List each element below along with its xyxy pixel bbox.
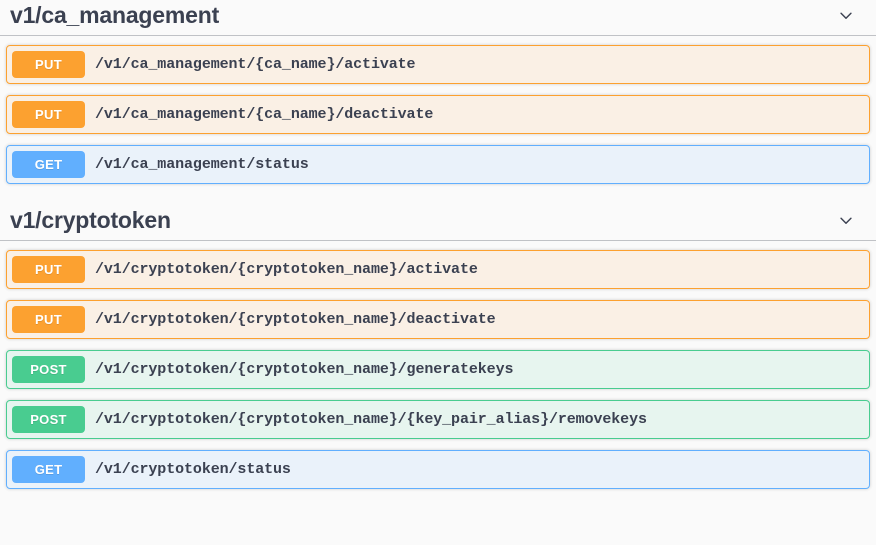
- chevron-down-icon[interactable]: [836, 6, 856, 26]
- operation-row[interactable]: PUT /v1/ca_management/{ca_name}/activate: [6, 45, 870, 84]
- operation-list-cryptotoken: PUT /v1/cryptotoken/{cryptotoken_name}/a…: [0, 250, 876, 489]
- operation-summary: PUT /v1/cryptotoken/{cryptotoken_name}/a…: [7, 256, 869, 283]
- operation-summary: PUT /v1/ca_management/{ca_name}/deactiva…: [7, 101, 869, 128]
- operation-path: /v1/cryptotoken/{cryptotoken_name}/{key_…: [95, 411, 647, 428]
- operation-row[interactable]: PUT /v1/ca_management/{ca_name}/deactiva…: [6, 95, 870, 134]
- method-badge-put: PUT: [12, 51, 85, 78]
- api-operations-root: v1/ca_management PUT /v1/ca_management/{…: [0, 0, 876, 489]
- operation-path: /v1/ca_management/{ca_name}/deactivate: [95, 106, 434, 123]
- method-badge-post: POST: [12, 356, 85, 383]
- tag-section-cryptotoken: v1/cryptotoken PUT /v1/cryptotoken/{cryp…: [0, 205, 876, 489]
- method-badge-put: PUT: [12, 101, 85, 128]
- method-badge-put: PUT: [12, 306, 85, 333]
- operation-summary: POST /v1/cryptotoken/{cryptotoken_name}/…: [7, 356, 869, 383]
- operation-summary: POST /v1/cryptotoken/{cryptotoken_name}/…: [7, 406, 869, 433]
- operation-summary: PUT /v1/cryptotoken/{cryptotoken_name}/d…: [7, 306, 869, 333]
- operation-path: /v1/ca_management/status: [95, 156, 309, 173]
- method-badge-get: GET: [12, 456, 85, 483]
- operation-path: /v1/ca_management/{ca_name}/activate: [95, 56, 416, 73]
- operation-list-ca-management: PUT /v1/ca_management/{ca_name}/activate…: [0, 45, 876, 184]
- method-badge-post: POST: [12, 406, 85, 433]
- operation-path: /v1/cryptotoken/{cryptotoken_name}/activ…: [95, 261, 478, 278]
- section-spacer: [0, 195, 876, 205]
- operation-row[interactable]: PUT /v1/cryptotoken/{cryptotoken_name}/a…: [6, 250, 870, 289]
- tag-section-ca-management: v1/ca_management PUT /v1/ca_management/{…: [0, 0, 876, 184]
- operation-row[interactable]: POST /v1/cryptotoken/{cryptotoken_name}/…: [6, 350, 870, 389]
- operation-summary: PUT /v1/ca_management/{ca_name}/activate: [7, 51, 869, 78]
- operation-row[interactable]: POST /v1/cryptotoken/{cryptotoken_name}/…: [6, 400, 870, 439]
- operation-path: /v1/cryptotoken/status: [95, 461, 291, 478]
- tag-title: v1/ca_management: [10, 1, 220, 28]
- tag-title: v1/cryptotoken: [10, 206, 171, 233]
- operation-row[interactable]: PUT /v1/cryptotoken/{cryptotoken_name}/d…: [6, 300, 870, 339]
- tag-header-cryptotoken[interactable]: v1/cryptotoken: [0, 205, 876, 241]
- operation-summary: GET /v1/cryptotoken/status: [7, 456, 869, 483]
- operation-path: /v1/cryptotoken/{cryptotoken_name}/gener…: [95, 361, 514, 378]
- operation-path: /v1/cryptotoken/{cryptotoken_name}/deact…: [95, 311, 496, 328]
- method-badge-put: PUT: [12, 256, 85, 283]
- operation-row[interactable]: GET /v1/ca_management/status: [6, 145, 870, 184]
- operation-summary: GET /v1/ca_management/status: [7, 151, 869, 178]
- method-badge-get: GET: [12, 151, 85, 178]
- operation-row[interactable]: GET /v1/cryptotoken/status: [6, 450, 870, 489]
- tag-header-ca-management[interactable]: v1/ca_management: [0, 0, 876, 36]
- chevron-down-icon[interactable]: [836, 211, 856, 231]
